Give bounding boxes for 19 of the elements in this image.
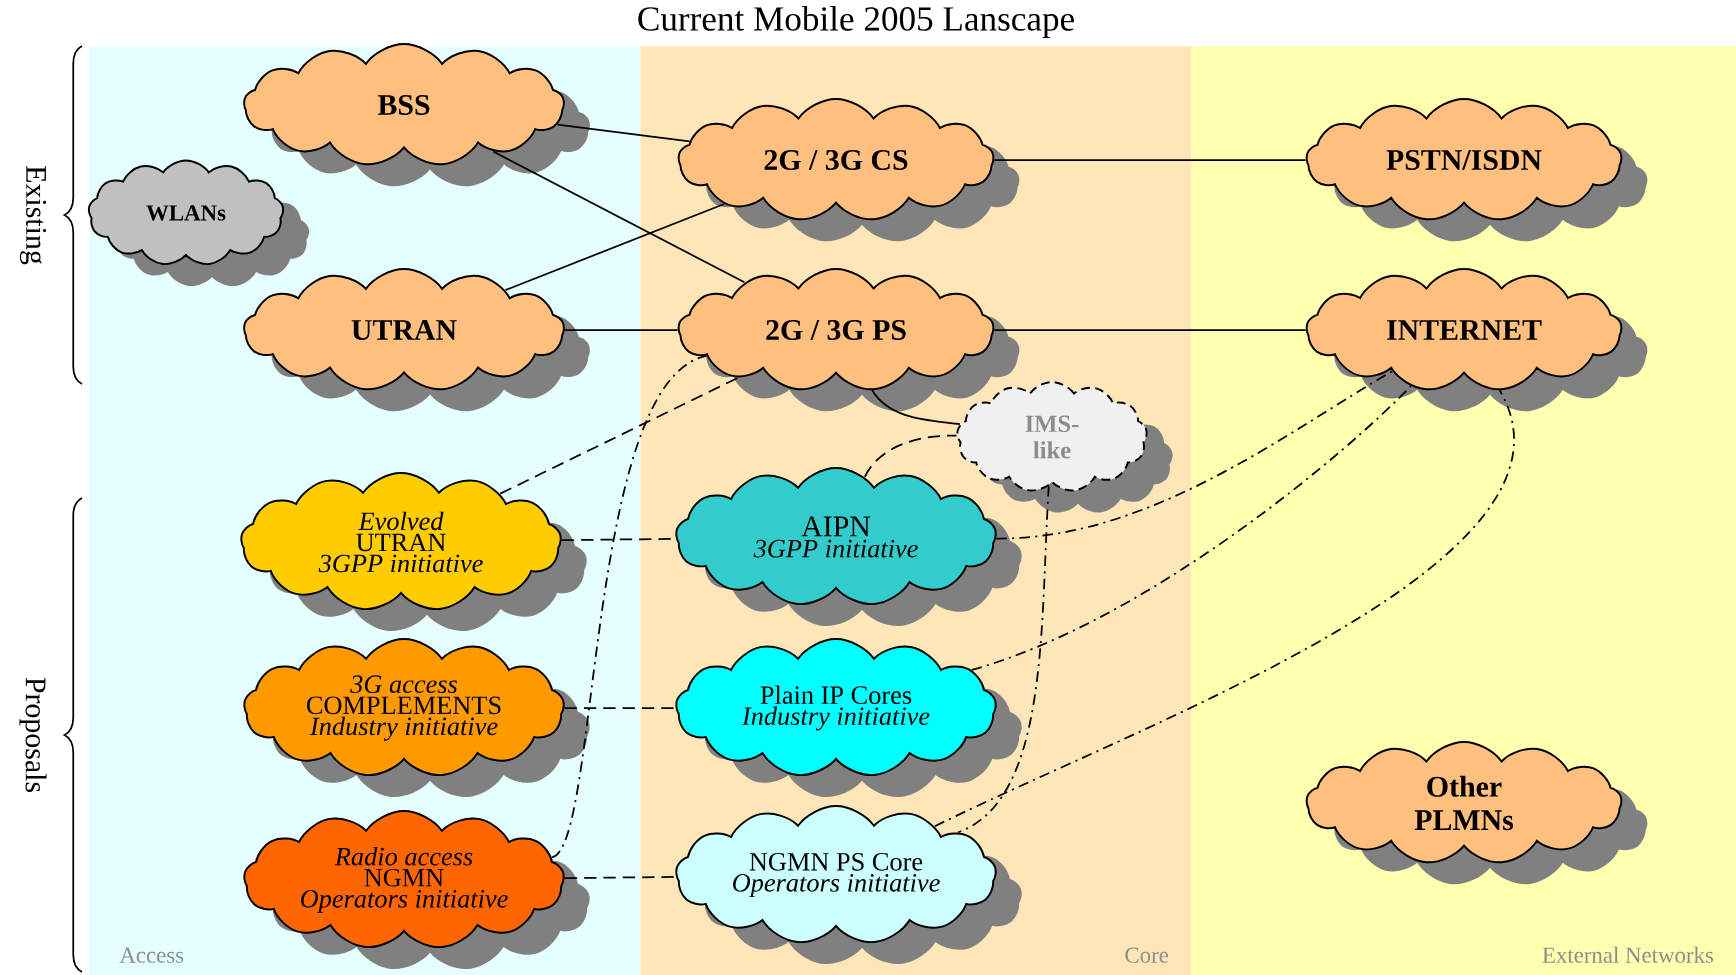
- connector-line: [970, 385, 1412, 671]
- connector-line: [957, 485, 1050, 834]
- connector-line: [492, 150, 746, 284]
- side-label: Proposals: [19, 677, 47, 793]
- title: Current Mobile 2005 Lanscape: [638, 6, 1074, 38]
- connector-line: [863, 434, 958, 478]
- side-label: Existing: [19, 166, 47, 265]
- connector-line: [993, 329, 1307, 331]
- connector-line: [563, 876, 677, 880]
- connector-line: [556, 123, 691, 143]
- connector-line: [995, 370, 1394, 540]
- connector-line: [499, 376, 740, 495]
- connector-line: [933, 389, 1515, 828]
- connector-line: [564, 329, 679, 331]
- connector-line: [993, 159, 1307, 161]
- connector-line: [871, 389, 961, 426]
- connector-line: [550, 354, 708, 859]
- connector-line: [563, 707, 677, 709]
- connector-line: [504, 203, 725, 291]
